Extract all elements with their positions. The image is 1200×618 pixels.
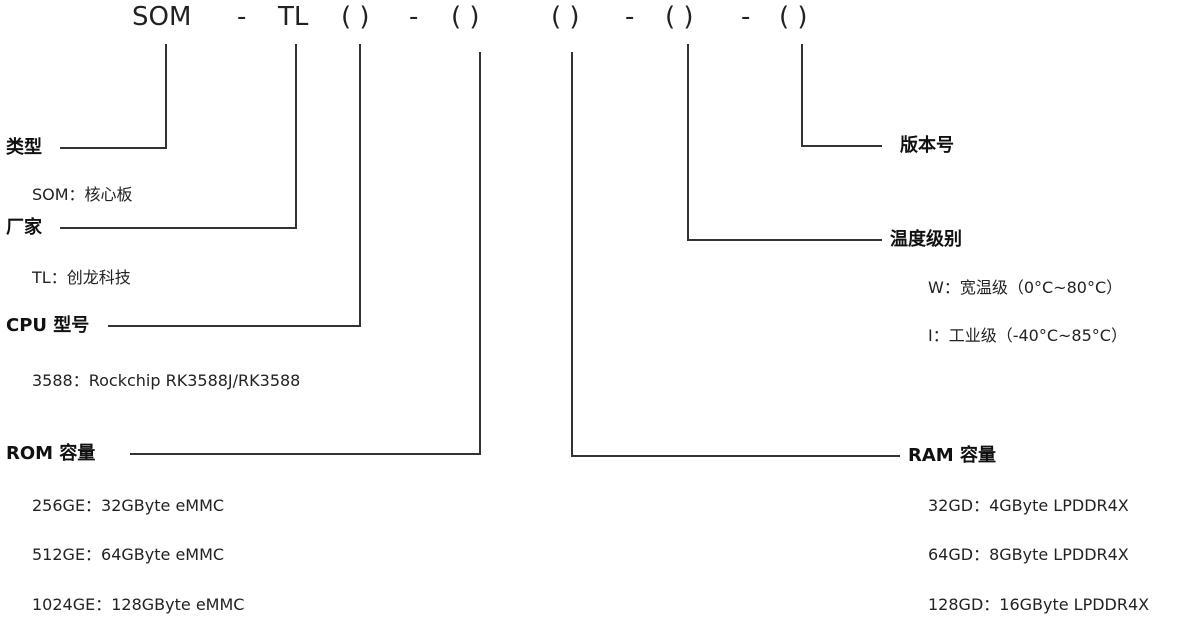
connector-cpu <box>108 44 361 327</box>
field-option-cpu-3588: 3588：Rockchip RK3588J/RK3588 <box>32 371 301 390</box>
field-option-vendor-tl: TL：创龙科技 <box>32 268 131 287</box>
field-option-ram-128gd: 128GD：16GByte LPDDR4X <box>928 595 1150 614</box>
connector-type <box>60 44 167 149</box>
connector-vendor <box>60 44 297 229</box>
connector-rom <box>130 52 481 455</box>
code-prefix-som: SOM <box>132 2 192 32</box>
field-option-ram-32gd: 32GD：4GByte LPDDR4X <box>928 496 1129 515</box>
code-dash-1: - <box>237 2 247 32</box>
field-label-rom: ROM 容量 <box>6 443 96 464</box>
code-slot-rom: ( ) <box>451 2 480 32</box>
connector-version <box>801 44 882 147</box>
code-slot-ram: ( ) <box>551 2 580 32</box>
code-dash-2: - <box>409 2 419 32</box>
field-option-type-som: SOM：核心板 <box>32 185 133 204</box>
field-option-rom-256ge: 256GE：32GByte eMMC <box>32 496 225 515</box>
code-vendor-tl: TL <box>278 2 309 32</box>
field-label-cpu: CPU 型号 <box>6 315 90 336</box>
connector-ram <box>571 52 900 457</box>
field-option-rom-1024ge: 1024GE：128GByte eMMC <box>32 595 245 614</box>
code-slot-temp: ( ) <box>665 2 694 32</box>
field-label-temperature: 温度级别 <box>890 229 962 250</box>
code-dash-4: - <box>741 2 751 32</box>
field-label-vendor: 厂家 <box>6 217 42 238</box>
field-option-ram-64gd: 64GD：8GByte LPDDR4X <box>928 545 1129 564</box>
field-option-temp-i: I：工业级（-40°C~85°C） <box>928 326 1127 345</box>
field-label-ram: RAM 容量 <box>908 445 996 466</box>
connector-temp <box>687 44 882 241</box>
code-dash-3: - <box>625 2 635 32</box>
code-slot-version: ( ) <box>779 2 808 32</box>
field-option-rom-512ge: 512GE：64GByte eMMC <box>32 545 225 564</box>
field-option-temp-w: W：宽温级（0°C~80°C） <box>928 278 1123 297</box>
field-label-type: 类型 <box>6 137 42 158</box>
code-slot-cpu: ( ) <box>341 2 370 32</box>
field-label-version: 版本号 <box>900 135 954 156</box>
